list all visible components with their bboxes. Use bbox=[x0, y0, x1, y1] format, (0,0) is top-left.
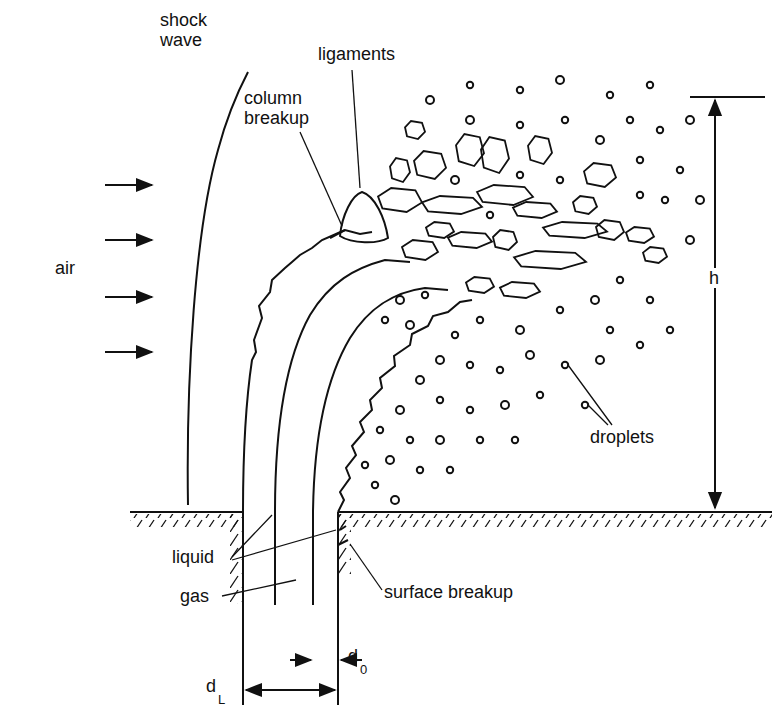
droplet bbox=[396, 296, 404, 304]
droplet bbox=[452, 332, 458, 338]
ligament-fragment bbox=[448, 232, 492, 248]
ligament-fragment bbox=[573, 196, 597, 214]
droplet bbox=[582, 402, 588, 408]
droplet bbox=[382, 317, 388, 323]
droplet bbox=[617, 277, 623, 283]
droplet bbox=[517, 172, 523, 178]
droplet bbox=[386, 456, 394, 464]
ligament-fragment bbox=[414, 151, 446, 179]
droplet bbox=[657, 127, 663, 133]
ligament-fragment bbox=[481, 137, 509, 173]
droplet bbox=[467, 82, 473, 88]
droplet bbox=[647, 297, 653, 303]
droplet bbox=[477, 317, 483, 323]
ligament-fragment bbox=[405, 121, 425, 139]
droplet bbox=[596, 356, 604, 364]
droplet bbox=[596, 136, 604, 144]
droplet bbox=[436, 356, 444, 364]
droplet bbox=[556, 76, 564, 84]
ligament-fragment bbox=[493, 230, 517, 250]
air-label: air bbox=[55, 258, 75, 278]
droplet bbox=[437, 397, 443, 403]
droplet bbox=[396, 406, 404, 414]
droplet bbox=[647, 82, 653, 88]
gas-label: gas bbox=[180, 586, 209, 606]
droplet bbox=[436, 436, 444, 444]
liquid-label: liquid bbox=[172, 547, 214, 567]
droplet bbox=[696, 196, 704, 204]
droplet bbox=[557, 177, 563, 183]
ligament-fragment bbox=[378, 188, 422, 212]
droplet bbox=[537, 392, 543, 398]
droplet bbox=[627, 117, 633, 123]
droplet bbox=[377, 427, 383, 433]
droplet bbox=[637, 342, 643, 348]
droplet bbox=[516, 326, 524, 334]
ligament-fragment bbox=[584, 163, 616, 187]
droplet bbox=[497, 367, 503, 373]
dimension-subscript: L bbox=[218, 690, 225, 710]
droplets-label: droplets bbox=[590, 427, 654, 447]
dimension-subscript: 0 bbox=[360, 660, 367, 680]
droplet bbox=[501, 401, 509, 409]
dimension-h: h bbox=[706, 268, 722, 288]
shock-wave-label: shock wave bbox=[160, 10, 220, 50]
droplet bbox=[447, 467, 453, 473]
ligament-fragment bbox=[426, 222, 454, 238]
droplet bbox=[607, 327, 613, 333]
ligament-fragment bbox=[528, 136, 552, 164]
droplet bbox=[517, 87, 523, 93]
ligament-fragment bbox=[422, 196, 482, 214]
droplet bbox=[391, 496, 399, 504]
droplet bbox=[466, 116, 474, 124]
droplet bbox=[562, 117, 568, 123]
droplet bbox=[607, 92, 613, 98]
dimension-d: d bbox=[206, 676, 216, 696]
ligament-fragment bbox=[626, 227, 654, 243]
droplet bbox=[512, 437, 518, 443]
droplet bbox=[526, 351, 534, 359]
droplet bbox=[451, 176, 459, 184]
droplet bbox=[557, 307, 563, 313]
droplet bbox=[416, 376, 424, 384]
droplet bbox=[406, 321, 414, 329]
droplet bbox=[407, 437, 413, 443]
droplet bbox=[686, 116, 694, 124]
ligament-fragment bbox=[500, 282, 540, 298]
droplet bbox=[667, 327, 673, 333]
droplet bbox=[467, 362, 473, 368]
droplet bbox=[426, 96, 434, 104]
ligament-fragment bbox=[456, 134, 484, 166]
droplet bbox=[686, 236, 694, 244]
droplet bbox=[362, 462, 368, 468]
surface-breakup-label: surface breakup bbox=[384, 582, 513, 602]
droplet bbox=[677, 167, 683, 173]
ligament-fragment bbox=[643, 247, 667, 263]
ligament-fragment bbox=[513, 202, 557, 218]
ligament-fragment bbox=[466, 277, 494, 293]
ligament-fragment bbox=[596, 220, 624, 240]
droplet bbox=[591, 296, 599, 304]
droplet bbox=[562, 362, 568, 368]
droplet bbox=[422, 292, 428, 298]
ligament-fragment bbox=[390, 158, 410, 182]
column-breakup-label: column breakup bbox=[244, 88, 324, 128]
ligaments-label: ligaments bbox=[318, 44, 395, 64]
ligament-fragment bbox=[402, 240, 438, 260]
droplet bbox=[637, 192, 643, 198]
droplet bbox=[417, 467, 423, 473]
droplet bbox=[662, 197, 668, 203]
droplet bbox=[372, 482, 378, 488]
droplet bbox=[477, 437, 483, 443]
dimension-d: d bbox=[348, 646, 358, 666]
droplet bbox=[517, 122, 523, 128]
droplet bbox=[637, 157, 643, 163]
droplet bbox=[487, 212, 493, 218]
ligament-fragment bbox=[514, 251, 586, 269]
droplet bbox=[467, 407, 473, 413]
